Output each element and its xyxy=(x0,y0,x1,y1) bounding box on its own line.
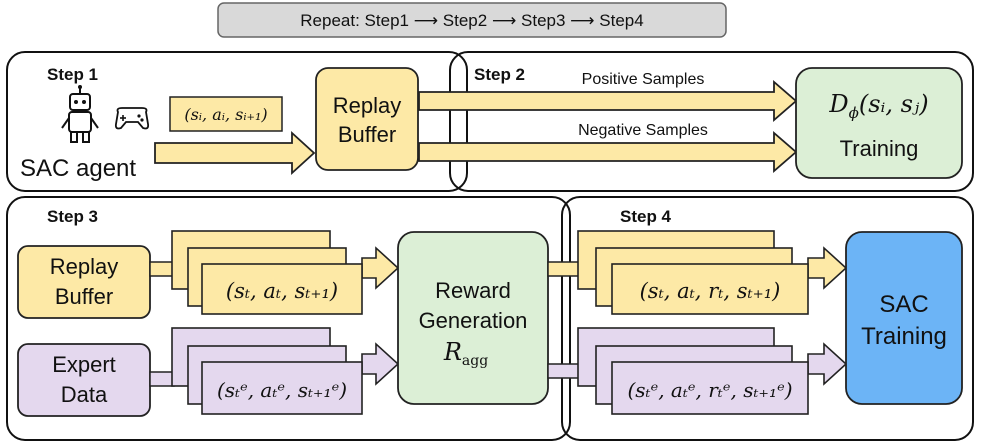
arrow-positive-samples xyxy=(418,80,798,122)
step3-yellow-stack xyxy=(171,230,400,315)
arrow-agent-to-replay xyxy=(154,130,316,176)
discriminator-training-node xyxy=(795,67,963,179)
step2-title: Step 2 xyxy=(474,65,525,84)
replay-buffer-line2: Buffer xyxy=(338,122,396,147)
step4-frame xyxy=(561,196,974,441)
step1-frame xyxy=(6,51,468,192)
arrow-negative-samples xyxy=(418,131,798,173)
step3-connector-bottom xyxy=(149,371,175,387)
sac-training-node xyxy=(845,231,963,405)
step4-purple-stack xyxy=(577,327,848,415)
discriminator-training-label: Training xyxy=(840,136,919,161)
repeat-banner xyxy=(217,2,727,38)
sac-training-line1: SAC xyxy=(879,291,928,318)
expert-data-line1: Expert xyxy=(52,352,116,377)
step3-replay-buffer-node xyxy=(17,245,151,319)
step1-tuple-box xyxy=(169,96,283,132)
discriminator-formula: Dϕ(sᵢ, sⱼ) xyxy=(828,90,928,122)
replay-buffer-node xyxy=(315,67,419,171)
step4-connector-top xyxy=(547,261,581,277)
step1-tuple: (sᵢ, aᵢ, sᵢ₊₁) xyxy=(184,105,267,124)
repeat-banner-text: Repeat: Step1 ⟶ Step2 ⟶ Step3 ⟶ Step4 xyxy=(300,11,643,30)
step3-replay-line2: Buffer xyxy=(55,284,113,309)
step3-frame xyxy=(6,196,571,441)
reward-line2: Generation xyxy=(419,308,528,333)
step4-title: Step 4 xyxy=(620,207,672,226)
gamepad-icon xyxy=(114,107,150,130)
robot-icon xyxy=(61,84,99,143)
step3-purple-stack xyxy=(171,327,400,415)
step4-tuple-bottom: (sₜᵉ, aₜᵉ, rₜᵉ, sₜ₊₁ᵉ) xyxy=(627,378,792,402)
step4-connector-bottom xyxy=(547,363,581,379)
step4-tuple-top: (sₜ, aₜ, rₜ, sₜ₊₁) xyxy=(640,279,781,303)
step3-tuple-top: (sₜ, aₜ, sₜ₊₁) xyxy=(226,279,338,303)
step3-tuple-bottom: (sₜᵉ, aₜᵉ, sₜ₊₁ᵉ) xyxy=(217,378,347,402)
sac-training-line2: Training xyxy=(861,323,947,350)
reward-generation-node xyxy=(397,231,549,405)
reward-symbol: Ragg xyxy=(443,338,488,369)
step3-replay-line1: Replay xyxy=(50,254,118,279)
step1-title: Step 1 xyxy=(47,65,98,84)
reward-line1: Reward xyxy=(435,278,511,303)
step4-yellow-stack xyxy=(577,230,848,315)
expert-data-line2: Data xyxy=(61,382,108,407)
step3-connector-top xyxy=(149,261,175,277)
step3-title: Step 3 xyxy=(47,207,98,226)
positive-samples-label: Positive Samples xyxy=(582,71,705,88)
replay-buffer-line1: Replay xyxy=(333,93,401,118)
sac-agent-label: SAC agent xyxy=(20,155,136,182)
negative-samples-label: Negative Samples xyxy=(578,122,708,139)
step2-frame xyxy=(449,51,974,192)
